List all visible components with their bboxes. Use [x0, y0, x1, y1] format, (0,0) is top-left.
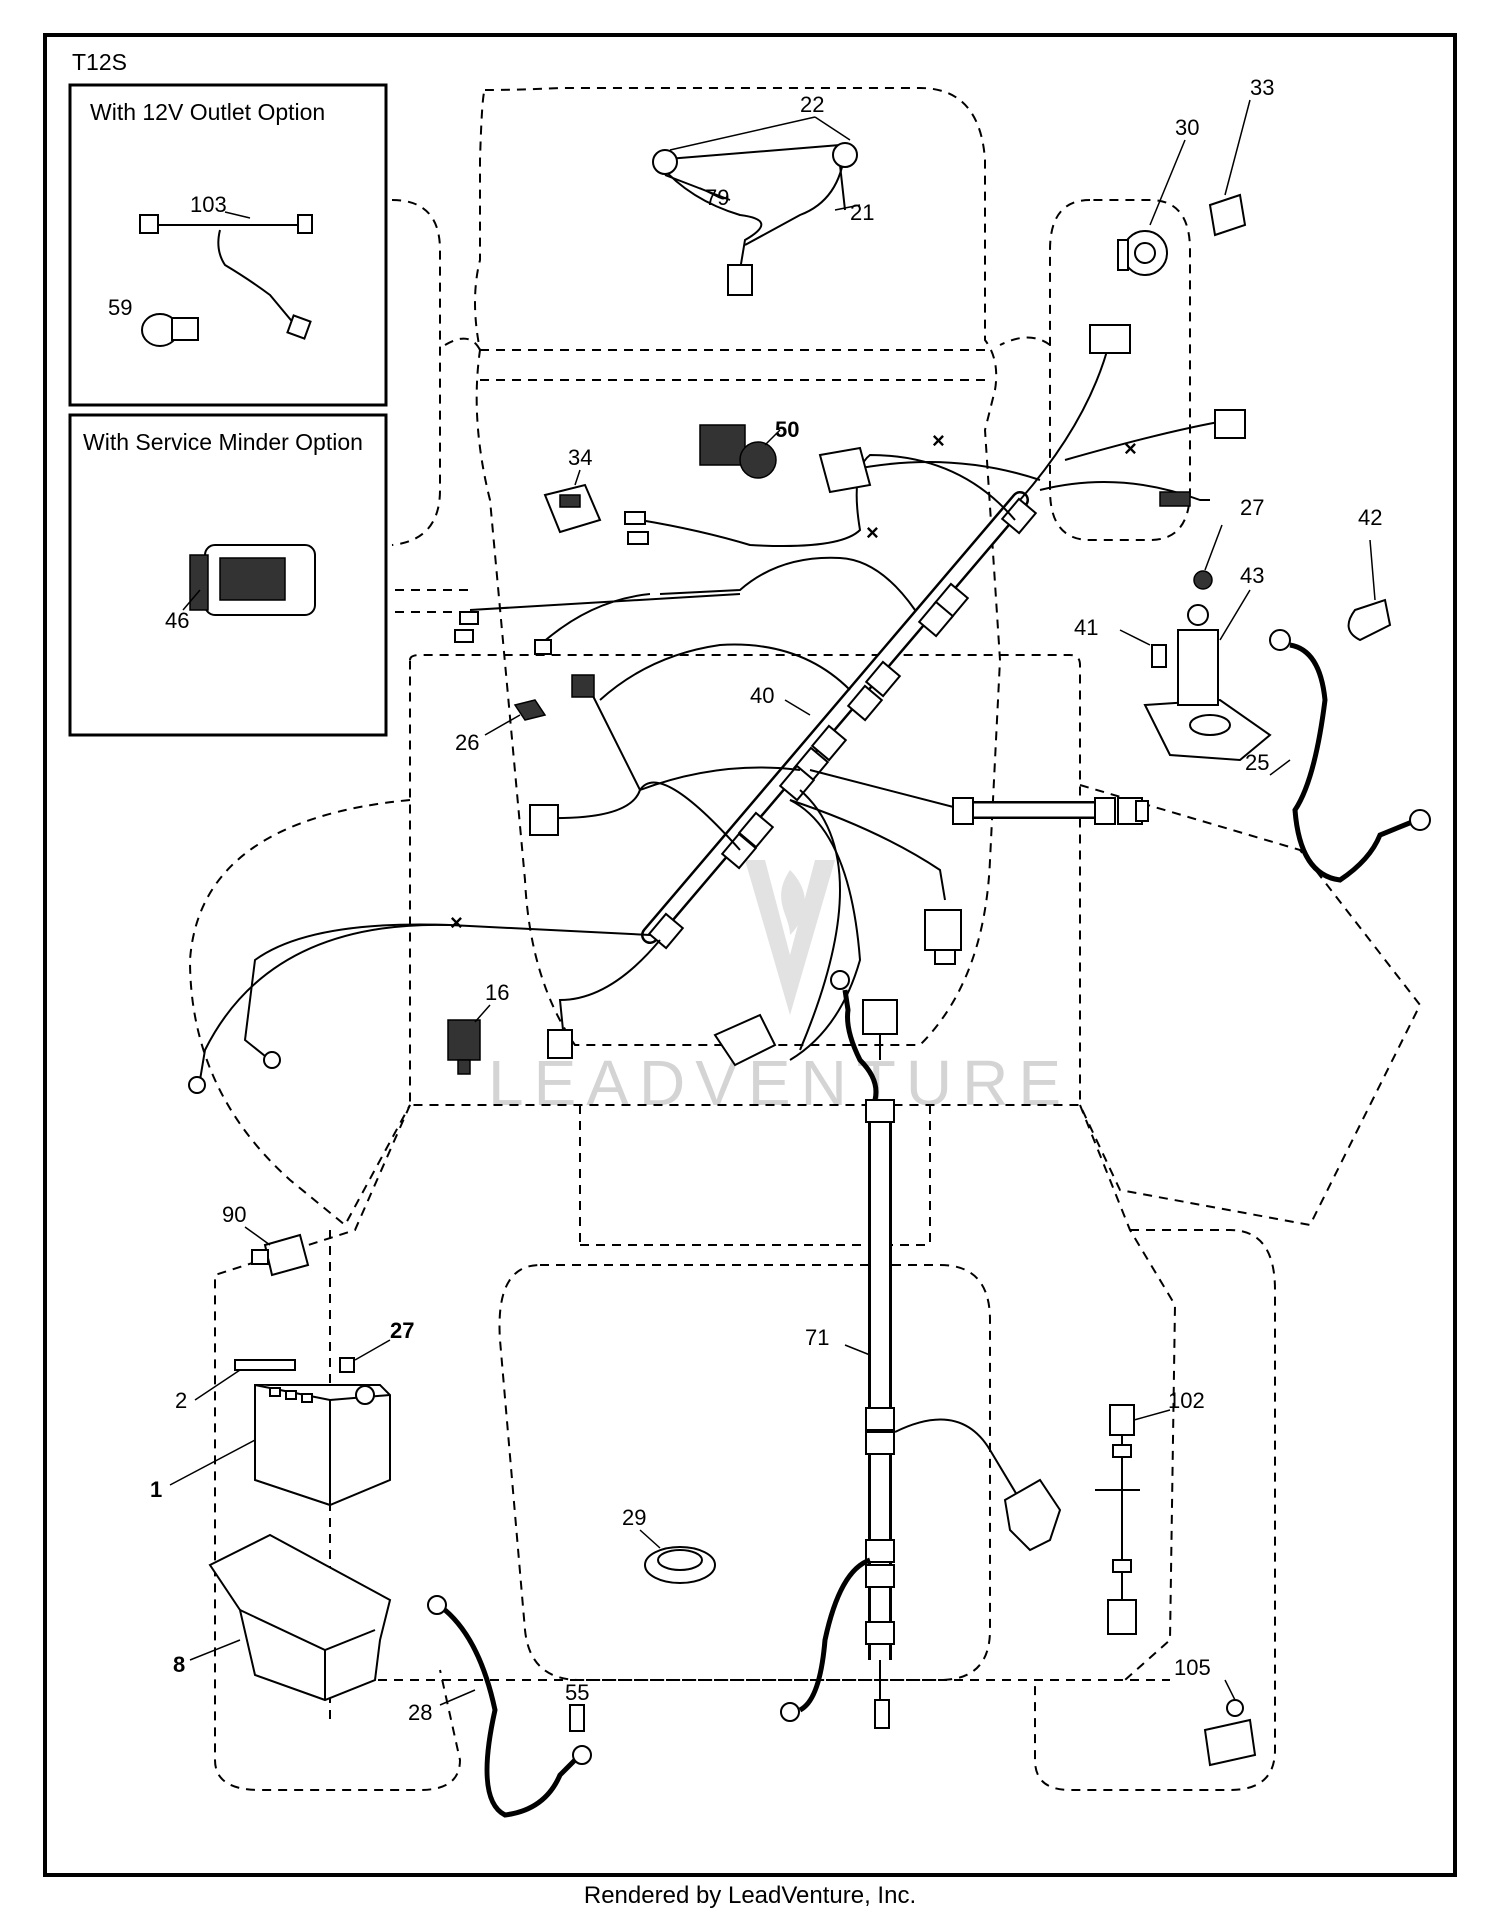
battery-cable-28: [427, 1595, 592, 1818]
switch-34: [543, 483, 602, 534]
callout-21: 21: [850, 200, 874, 225]
inset-service-minder: [68, 413, 388, 737]
battery-1: [254, 1384, 391, 1507]
relay-16: [447, 1019, 481, 1075]
headlight-assembly: [652, 142, 858, 296]
solenoid-43: [1143, 570, 1272, 762]
callout-30: 30: [1175, 115, 1199, 140]
bolt-2: [234, 1359, 296, 1371]
callout-34: 34: [568, 445, 592, 470]
terminal-boot-42: [1347, 598, 1392, 642]
callout-103: 103: [190, 192, 227, 217]
callout-79: 79: [705, 185, 729, 210]
ignition-switch: [1117, 230, 1168, 276]
svg-text:×: ×: [450, 910, 463, 935]
fuse-26: [513, 699, 547, 721]
callout-59: 59: [108, 295, 132, 320]
svg-text:×: ×: [932, 428, 945, 453]
svg-text:×: ×: [866, 520, 879, 545]
callout-50: 50: [775, 417, 799, 442]
svg-text:×: ×: [1124, 436, 1137, 461]
callout-102: 102: [1168, 1388, 1205, 1413]
callout-105: 105: [1174, 1655, 1211, 1680]
connector-bundle-right: [952, 797, 1149, 825]
callout-43: 43: [1240, 563, 1264, 588]
outlet-harness-103: [139, 214, 313, 340]
callout-8: 8: [173, 1652, 185, 1677]
callout-16: 16: [485, 980, 509, 1005]
callout-40: 40: [750, 683, 774, 708]
callout-26: 26: [455, 730, 479, 755]
callout-33: 33: [1250, 75, 1274, 100]
callout-1: 1: [150, 1477, 162, 1502]
switch-105: [1203, 1699, 1257, 1767]
connector-right: [1214, 409, 1246, 439]
callout-90: 90: [222, 1202, 246, 1227]
switch-50: [699, 424, 777, 479]
battery-cable-25: [1269, 629, 1431, 883]
inset-12v-outlet: [68, 83, 388, 407]
callout-55: 55: [565, 1680, 589, 1705]
service-minder-46: [189, 544, 316, 616]
render-credit: Rendered by LeadVenture, Inc.: [583, 1882, 917, 1909]
key-part-33: [1208, 193, 1247, 237]
nut-27: [339, 1357, 355, 1373]
callout-27-bottom: 27: [390, 1318, 414, 1343]
watermark-text: LEADVENTURE: [488, 1047, 1071, 1119]
callout-28: 28: [408, 1700, 432, 1725]
sensor-pad: [818, 446, 872, 494]
connector-left-mid: [529, 804, 559, 836]
main-harness: × × × ×: [199, 339, 1231, 1081]
rear-harness-71: [780, 970, 1062, 1729]
battery-tray-8: [208, 1533, 392, 1702]
callout-71: 71: [805, 1325, 829, 1350]
callout-41: 41: [1074, 615, 1098, 640]
connector-745: [713, 1013, 777, 1067]
grommet-29: [644, 1546, 716, 1584]
watermark: LEADVENTURE: [488, 860, 1071, 1119]
inset-12v-title: With 12V Outlet Option: [90, 99, 325, 125]
callout-22: 22: [800, 92, 824, 117]
outlet-59: [141, 313, 199, 347]
diagram-border: [43, 33, 1457, 1877]
callout-42: 42: [1358, 505, 1382, 530]
connector-945: [924, 909, 962, 951]
connector-top: [1089, 324, 1131, 354]
callout-2: 2: [175, 1388, 187, 1413]
callout-46: 46: [165, 608, 189, 633]
bolt-41: [1151, 644, 1167, 668]
switch-102: [1095, 1404, 1140, 1635]
callout-27-top: 27: [1240, 495, 1264, 520]
callout-29: 29: [622, 1505, 646, 1530]
callouts: 22 79 21 30 33 103 59 50 34 27 42 43 41 …: [108, 75, 1382, 1725]
connector-plug: [1159, 491, 1191, 507]
bolt-55: [569, 1704, 585, 1732]
part-90: [251, 1233, 310, 1277]
inset-service-minder-title: With Service Minder Option: [83, 429, 363, 455]
callout-25: 25: [1245, 750, 1269, 775]
model-label: T12S: [72, 49, 127, 75]
